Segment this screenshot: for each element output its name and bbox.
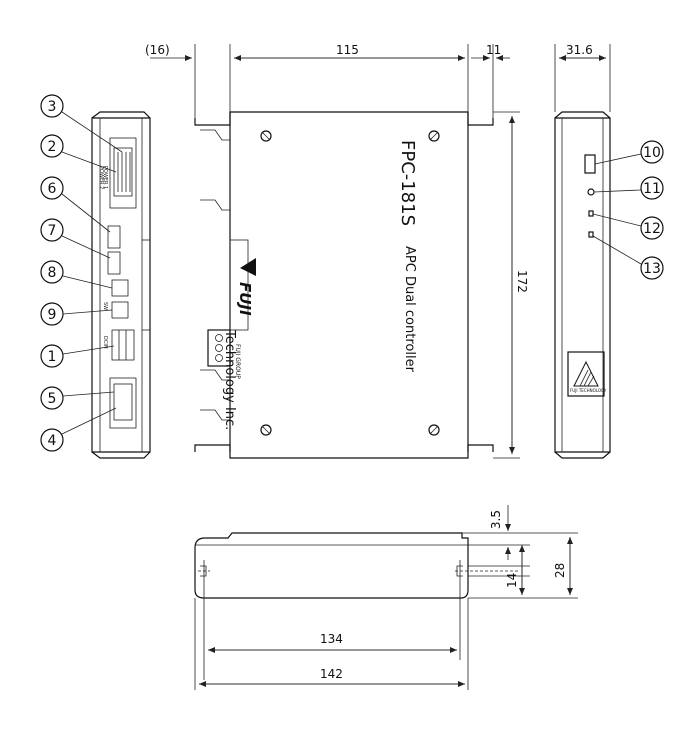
callouts-left: 3 2 6 7 8 9 1 5 4 bbox=[40, 94, 123, 452]
callout-8: 8 bbox=[48, 265, 57, 281]
callout-3: 3 bbox=[48, 99, 57, 115]
bottom-view: 3.5 14 28 134 142 bbox=[194, 505, 578, 690]
dim-16: (16) bbox=[145, 43, 170, 57]
model-name: FPC-181S bbox=[397, 140, 418, 226]
side-logo-text: FUJI TECHNOLOGY bbox=[570, 388, 607, 393]
label-power1: POWER 1 bbox=[102, 166, 108, 189]
dim-142: 142 bbox=[320, 667, 343, 681]
model-subtitle: APC Dual controller bbox=[402, 246, 417, 373]
dim-28: 28 bbox=[553, 563, 567, 578]
label-sw: SW bbox=[102, 302, 108, 310]
callout-12: 12 bbox=[643, 221, 661, 237]
callout-7: 7 bbox=[48, 223, 57, 239]
right-side-view: FUJI TECHNOLOGY bbox=[554, 111, 611, 459]
brand-name: FUJI bbox=[236, 282, 254, 316]
callout-4: 4 bbox=[48, 433, 57, 449]
callout-13: 13 bbox=[643, 261, 661, 277]
dim-172-group: 172 bbox=[493, 111, 529, 459]
fuji-side-logo-icon bbox=[573, 360, 599, 387]
callout-2: 2 bbox=[48, 139, 57, 155]
fuji-logo-mark-icon bbox=[240, 258, 256, 276]
label-dcin: DCIN bbox=[102, 336, 108, 349]
dim-3-5: 3.5 bbox=[489, 510, 503, 529]
top-dimensions: (16) 115 11 31.6 bbox=[145, 43, 611, 120]
dim-14: 14 bbox=[505, 573, 519, 588]
dim-31-6: 31.6 bbox=[566, 43, 593, 57]
dim-11: 11 bbox=[486, 43, 501, 57]
callout-1: 1 bbox=[48, 349, 57, 365]
dim-134: 134 bbox=[320, 632, 343, 646]
main-front-view: FUJI Technology Inc. FUJI GROUP FPC-181S… bbox=[194, 111, 494, 459]
callout-5: 5 bbox=[48, 391, 57, 407]
callout-6: 6 bbox=[48, 181, 57, 197]
label-power2: POWER 2 bbox=[98, 166, 104, 189]
dim-115: 115 bbox=[336, 43, 359, 57]
callout-11: 11 bbox=[643, 181, 661, 197]
callout-9: 9 bbox=[48, 307, 57, 323]
brand-subtitle: Technology Inc. bbox=[222, 329, 237, 430]
brand-group: FUJI GROUP bbox=[234, 344, 241, 379]
dim-172: 172 bbox=[515, 270, 529, 293]
callouts-right: 10 11 12 13 bbox=[592, 140, 664, 280]
callout-10: 10 bbox=[643, 145, 661, 161]
